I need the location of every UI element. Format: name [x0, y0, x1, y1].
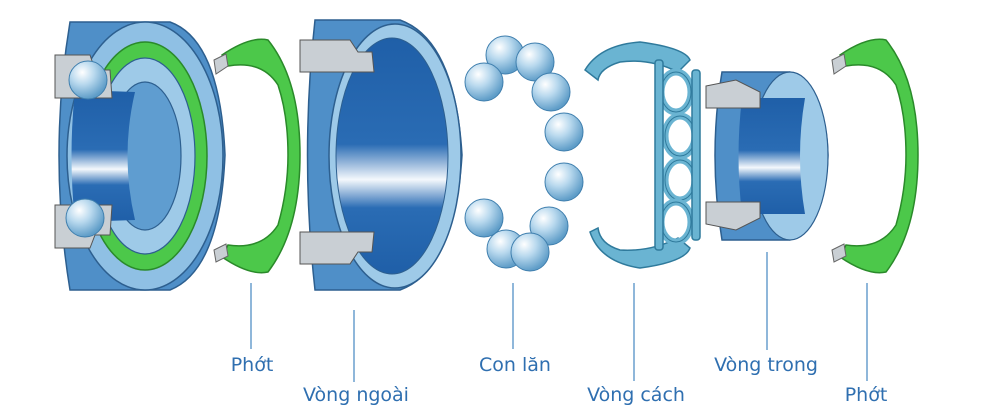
label-outer-ring: Vòng ngoài: [303, 384, 409, 406]
inner-ring-illustration: [705, 71, 829, 241]
seal-right-illustration: [831, 38, 919, 274]
leader-line-rolling-elements: [512, 283, 514, 349]
leader-line-seal-left: [250, 283, 252, 349]
leader-line-outer-ring: [353, 310, 355, 382]
cage-illustration: [584, 41, 701, 269]
seal-left-illustration: [213, 38, 301, 274]
assembled-bearing: [54, 21, 226, 291]
label-rolling-elements: Con lăn: [479, 354, 551, 376]
label-seal-left: Phớt: [230, 354, 274, 376]
label-seal-right: Phớt: [844, 384, 888, 406]
leader-line-inner-ring: [766, 252, 768, 350]
label-cage: Vòng cách: [587, 384, 685, 406]
leader-line-seal-right: [866, 283, 868, 381]
label-inner-ring: Vòng trong: [714, 354, 818, 376]
leader-line-cage: [633, 283, 635, 381]
ball-set-illustration: [464, 35, 584, 272]
outer-ring-illustration: [299, 19, 463, 291]
